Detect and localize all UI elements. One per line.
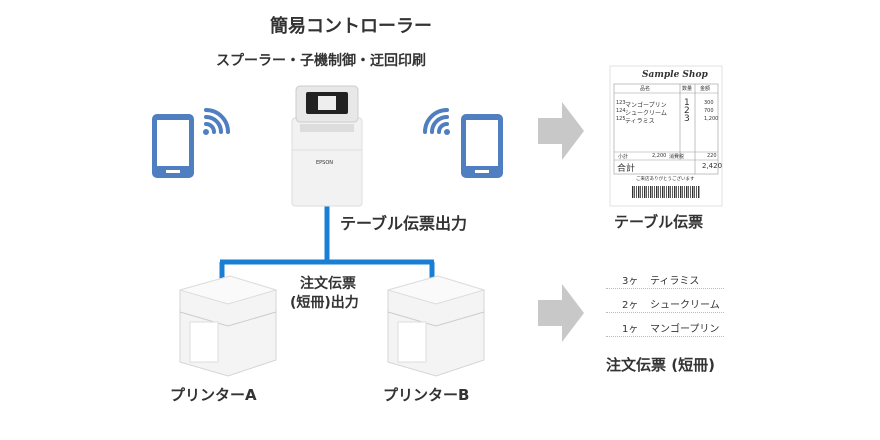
receipt-shop-name: Sample Shop [642, 70, 708, 80]
receipt-item-name: シュークリーム [625, 110, 667, 117]
order-slip-item: マンゴープリン [650, 324, 720, 335]
receipt-item-name: マンゴープリン [625, 102, 667, 109]
barcode-bar [682, 186, 683, 198]
wifi-left-icon [203, 108, 230, 135]
receipt-subtotal-label: 小計 [618, 154, 629, 160]
table-output-label: テーブル伝票出力 [340, 214, 468, 233]
barcode-bar [636, 186, 637, 198]
receipt-header-qty: 数量 [682, 86, 693, 92]
barcode-bar [668, 186, 670, 198]
barcode-bar [690, 186, 691, 198]
order-slip-caption: 注文伝票 (短冊) [606, 356, 715, 374]
barcode-bar [646, 186, 647, 198]
receipt-subtotal: 2,200 [652, 153, 667, 159]
barcode-bar [654, 186, 655, 198]
barcode-bar [656, 186, 658, 198]
barcode-bar [678, 186, 679, 198]
barcode-bar [640, 186, 641, 198]
table-slip-paper [609, 65, 723, 207]
receipt-item-qty: 3 [684, 114, 690, 124]
barcode-bar [662, 186, 664, 198]
order-slip-qty: 1ヶ [622, 324, 639, 335]
receipt-item-qty: 1 [684, 98, 690, 108]
receipt-header-price: 金額 [700, 86, 711, 92]
receipt-item-no: 123 [616, 100, 626, 106]
arrow-right-icon [538, 102, 584, 160]
barcode-bar [642, 186, 643, 198]
barcode-bar [644, 186, 646, 198]
barcode-bar [664, 186, 665, 198]
wifi-right-icon [423, 108, 450, 135]
barcode-bar [672, 186, 673, 198]
barcode-bar [652, 186, 653, 198]
barcode-bar [670, 186, 671, 198]
barcode-bar [688, 186, 689, 198]
controller-printer-image [291, 85, 363, 207]
receipt-tax: 220 [707, 153, 717, 159]
receipt-item-price: 1,200 [704, 116, 719, 122]
printer-b-label: プリンターB [383, 386, 470, 404]
barcode-bar [692, 186, 694, 198]
order-slip-qty: 2ヶ [622, 300, 639, 311]
receipt-total: 2,420 [702, 162, 723, 170]
barcode-bar [684, 186, 685, 198]
diagram-subtitle: スプーラー・子機制御・迂回印刷 [216, 53, 426, 69]
barcode-bar [666, 186, 667, 198]
table-slip-caption: テーブル伝票 [614, 213, 704, 231]
barcode-bar [648, 186, 649, 198]
controller-brand: EPSON [316, 160, 334, 166]
order-slip-qty: 3ヶ [622, 276, 639, 287]
barcode-bar [658, 186, 659, 198]
receipt-tax-label: 消費税 [669, 154, 685, 160]
order-slip-separator [606, 336, 724, 337]
receipt-item-qty: 2 [684, 106, 690, 116]
barcode-bar [694, 186, 695, 198]
diagram-title: 簡易コントローラー [270, 16, 432, 37]
order-output-label-line2: (短冊)出力 [290, 295, 359, 311]
barcode-bar [674, 186, 676, 198]
barcode-bar [660, 186, 661, 198]
printer-a-label: プリンターA [170, 386, 257, 404]
receipt-item-price: 300 [704, 100, 714, 106]
receipt-thanks: ご来店ありがとうございます [636, 177, 695, 182]
barcode-bar [632, 186, 634, 198]
barcode-bar [696, 186, 697, 198]
printer-a-image [178, 275, 278, 377]
order-slip-item: ティラミス [650, 276, 700, 287]
barcode [632, 186, 700, 198]
barcode-bar [676, 186, 677, 198]
receipt-item-name: ティラミス [625, 118, 655, 125]
receipt-item-no: 124 [616, 108, 626, 114]
barcode-bar [680, 186, 682, 198]
receipt-item-no: 125 [616, 116, 626, 122]
printer-b-image [386, 275, 486, 377]
tablet-left-icon [152, 114, 194, 178]
network-lines [219, 205, 435, 288]
barcode-bar [634, 186, 635, 198]
order-slip-item: シュークリーム [650, 300, 720, 311]
order-slip-paper [600, 268, 730, 344]
barcode-bar [698, 186, 700, 198]
arrow-right-icon [538, 284, 584, 342]
barcode-bar [686, 186, 688, 198]
receipt-header-name: 品名 [640, 86, 651, 92]
order-slip-separator [606, 288, 724, 289]
barcode-bar [650, 186, 652, 198]
receipt-total-label: 合計 [617, 164, 636, 174]
tablet-right-icon [461, 114, 503, 178]
receipt-item-price: 700 [704, 108, 714, 114]
barcode-bar [638, 186, 640, 198]
order-slip-separator [606, 312, 724, 313]
order-output-label-line1: 注文伝票 [300, 276, 356, 292]
